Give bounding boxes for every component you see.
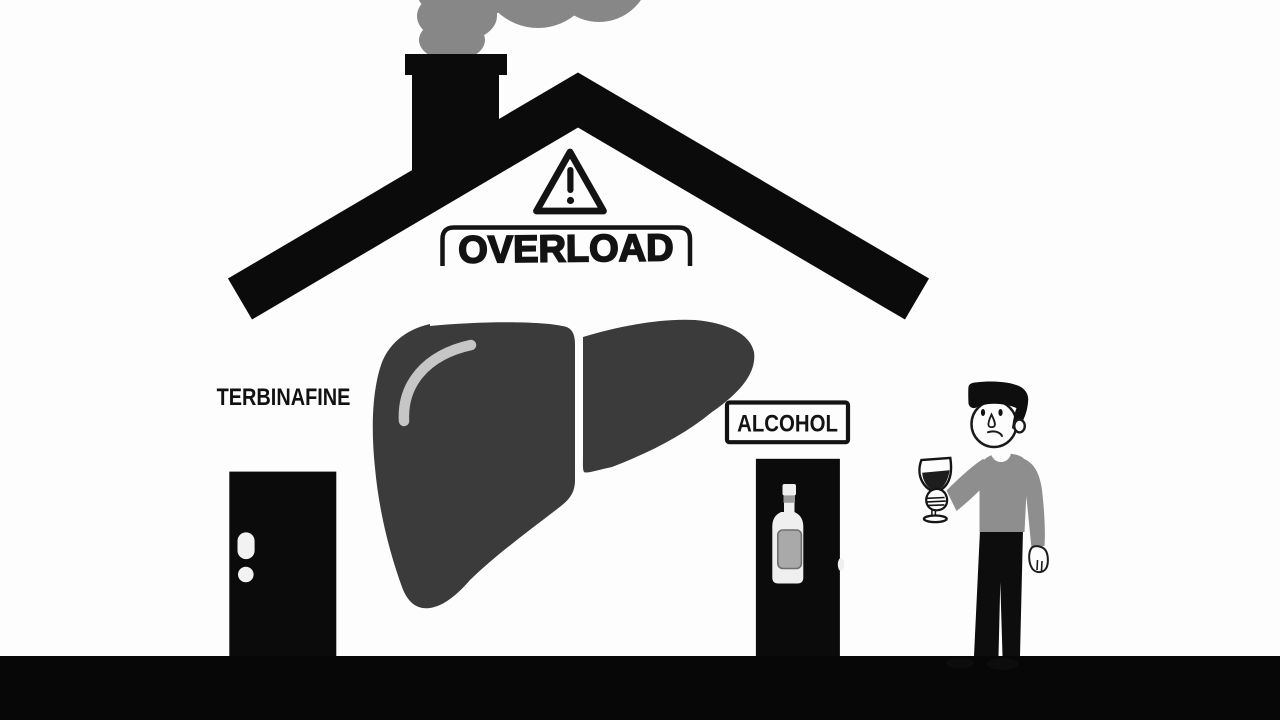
svg-text:ALCOHOL: ALCOHOL (737, 410, 838, 437)
svg-text:OVERLOAD: OVERLOAD (458, 227, 674, 271)
svg-text:TERBINAFINE: TERBINAFINE (217, 383, 351, 410)
